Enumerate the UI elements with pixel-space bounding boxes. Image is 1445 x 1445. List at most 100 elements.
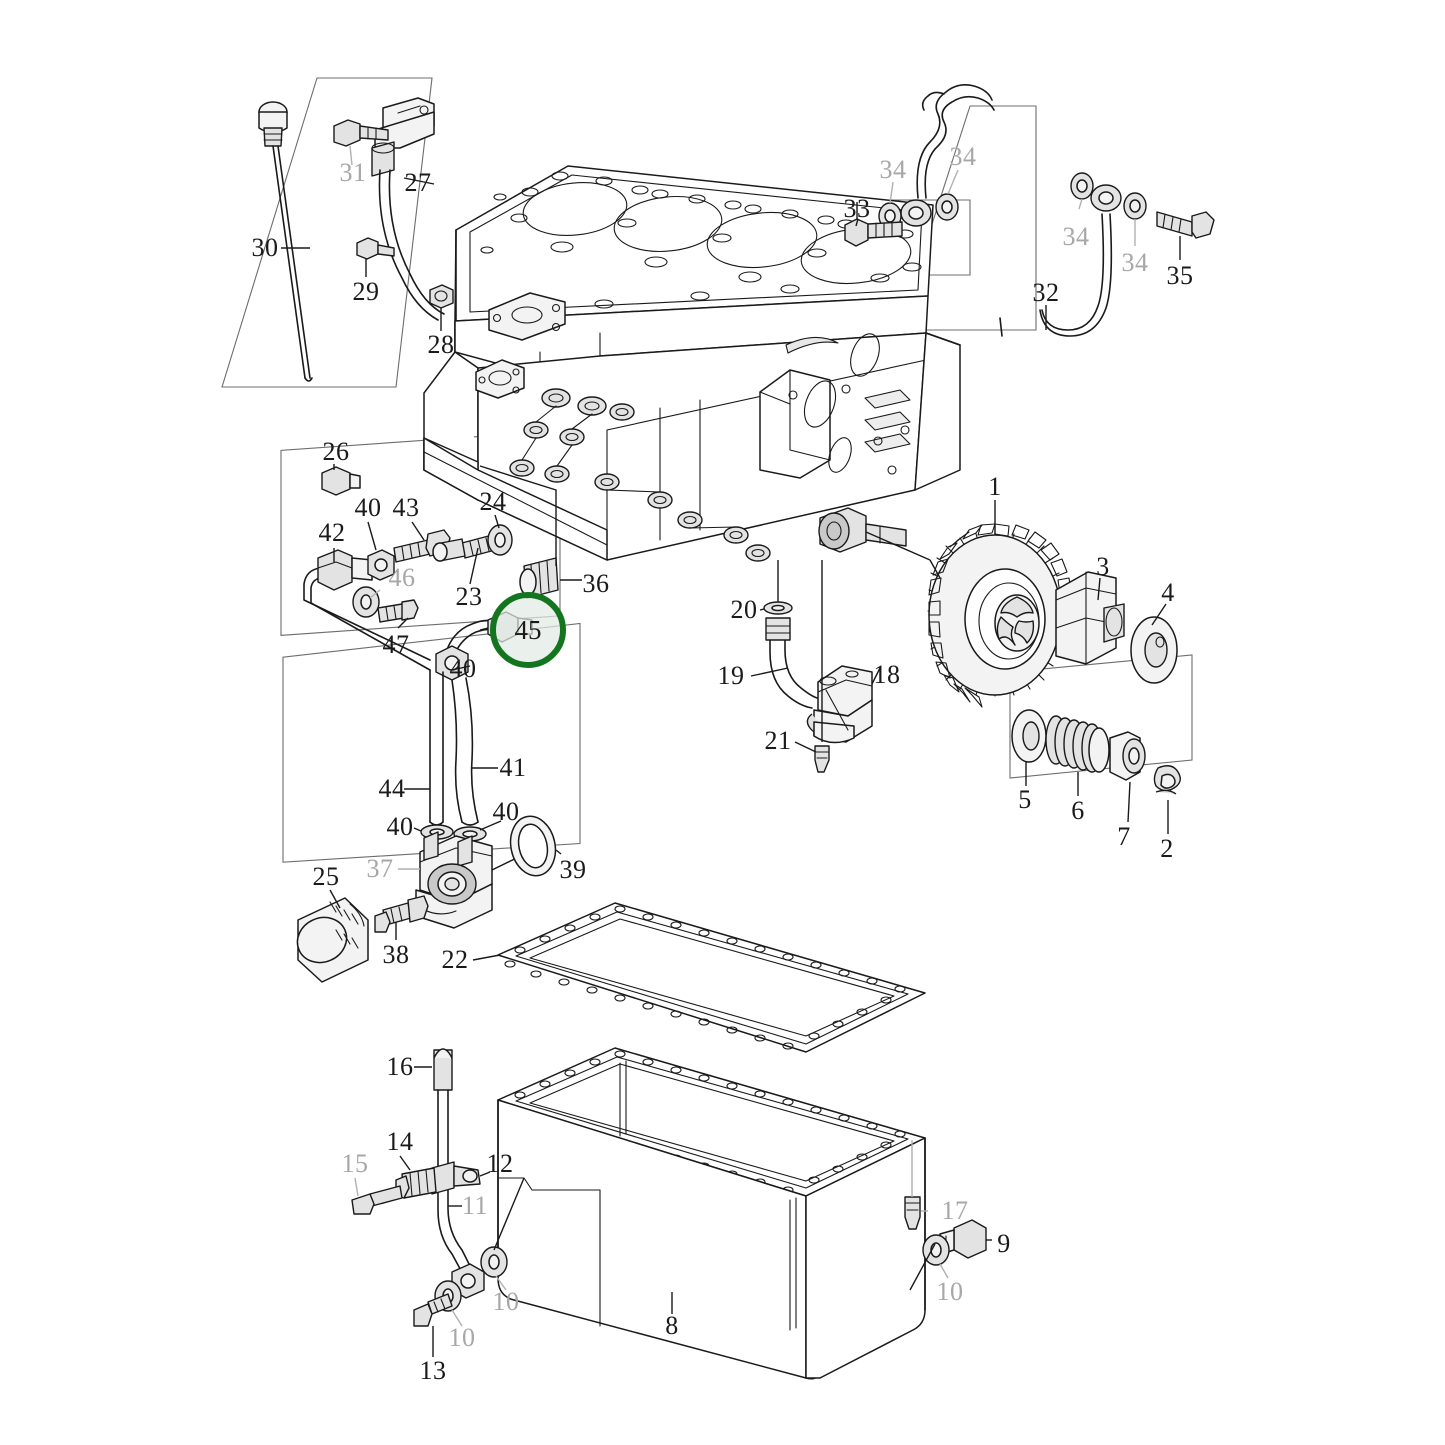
relief-spring-6: [1045, 715, 1110, 796]
callout-number-40: 40: [386, 812, 414, 841]
bolt-31: [333, 119, 389, 147]
callout-number-40: 40: [492, 797, 520, 826]
callout-number-15: 15: [341, 1149, 369, 1178]
relief-valve-5: [1011, 709, 1047, 786]
washer-24: [487, 524, 513, 556]
callout-number-38: 38: [382, 940, 410, 969]
callout-number-40: 40: [449, 654, 477, 683]
callout-number-34: 34: [1121, 248, 1149, 277]
callout-number-31: 31: [339, 158, 367, 187]
callout-number-11: 11: [461, 1191, 489, 1220]
callout-number-43: 43: [392, 493, 420, 522]
callout-number-1: 1: [988, 472, 1002, 501]
callout-number-41: 41: [499, 753, 527, 782]
oil-pan-gasket-22: [472, 902, 926, 1053]
bolt-47: [377, 599, 419, 623]
bolt-23: [432, 533, 500, 562]
callout-number-20: 20: [730, 595, 758, 624]
fitting-26: [321, 466, 361, 496]
nut-40-b: [435, 645, 469, 681]
oil-pan-8: [497, 1047, 926, 1380]
callout-number-29: 29: [352, 277, 380, 306]
pump-plate-4: [1130, 603, 1178, 684]
callout-number-44: 44: [378, 774, 406, 803]
callout-number-25: 25: [312, 862, 340, 891]
drain-assembly: [904, 1140, 992, 1291]
banjo-28: [429, 284, 454, 309]
clamp-29: [356, 237, 395, 260]
banjo-eye-a: [900, 199, 932, 227]
washer-10-a: [480, 1246, 508, 1278]
callout-number-9: 9: [997, 1229, 1011, 1258]
callout-number-12: 12: [486, 1149, 514, 1178]
valve-plug-7: [1109, 731, 1146, 823]
callout-number-14: 14: [386, 1127, 414, 1156]
banjo-eye-b: [1090, 184, 1122, 212]
callout-number-19: 19: [717, 661, 745, 690]
fitting-14: [395, 1167, 437, 1199]
washer-34c: [1070, 172, 1094, 200]
oil-lines-32: [844, 84, 1215, 337]
washer-10-c: [922, 1234, 950, 1266]
callout-number-28: 28: [427, 330, 455, 359]
bolt-38: [374, 895, 429, 940]
callout-number-33: 33: [843, 194, 871, 223]
callout-number-26: 26: [322, 437, 350, 466]
nut-40-a: [367, 549, 395, 581]
callout-number-16: 16: [386, 1052, 414, 1081]
callout-number-27: 27: [404, 168, 432, 197]
clamp-12: [431, 1161, 481, 1195]
dipstick-30: [258, 101, 313, 382]
oil-pump-drive-gear-1: [927, 500, 1072, 708]
callout-number-18: 18: [873, 660, 901, 689]
filter-head-37: [398, 831, 534, 929]
callout-number-17: 17: [941, 1196, 969, 1225]
cylinder-block: [423, 165, 961, 562]
fitting-42: [317, 549, 373, 591]
bolt-21: [814, 745, 830, 773]
bolt-15: [351, 1185, 403, 1215]
callout-number-30: 30: [251, 233, 279, 262]
oil-pickup-18: [794, 560, 881, 773]
callout-number-4: 4: [1161, 578, 1175, 607]
callout-number-40: 40: [354, 493, 382, 522]
callout-number-23: 23: [455, 582, 483, 611]
highlighted-part-badge-45[interactable]: 45: [490, 592, 566, 668]
callout-number-39: 39: [559, 855, 587, 884]
callout-number-37: 37: [366, 854, 394, 883]
callout-number-13: 13: [419, 1356, 447, 1385]
callout-number-3: 3: [1096, 552, 1110, 581]
callout-number-21: 21: [764, 726, 792, 755]
callout-number-42: 42: [318, 518, 346, 547]
callout-number-10: 10: [936, 1277, 964, 1306]
callout-number-2: 2: [1160, 834, 1174, 863]
crank-nose: [818, 507, 907, 553]
suction-pipe-19: [750, 560, 818, 709]
callout-number-8: 8: [665, 1311, 679, 1340]
washer-34d: [1123, 192, 1147, 220]
callout-number-35: 35: [1166, 261, 1194, 290]
callout-number-47: 47: [382, 630, 410, 659]
washer-20: [763, 601, 793, 615]
bolt-17: [904, 1196, 921, 1230]
callout-number-7: 7: [1117, 822, 1131, 851]
callout-number-34: 34: [1062, 222, 1090, 251]
plug-36: [479, 465, 582, 599]
block-bosses: [475, 359, 771, 562]
callout-number-10: 10: [492, 1287, 520, 1316]
callout-number-34: 34: [879, 155, 907, 184]
o-ring-39: [509, 815, 562, 877]
bolt-13: [413, 1293, 453, 1327]
retainer-clip-2: [1153, 765, 1181, 834]
washer-46: [352, 586, 380, 618]
callout-number-5: 5: [1018, 785, 1032, 814]
callout-number-32: 32: [1032, 278, 1060, 307]
callout-number-22: 22: [441, 945, 469, 974]
breather-tube-27: [333, 97, 454, 331]
bolt-35: [1156, 211, 1215, 239]
callout-number-6: 6: [1071, 796, 1085, 825]
oil-filter-25: [296, 889, 369, 983]
callout-number-36: 36: [582, 569, 610, 598]
